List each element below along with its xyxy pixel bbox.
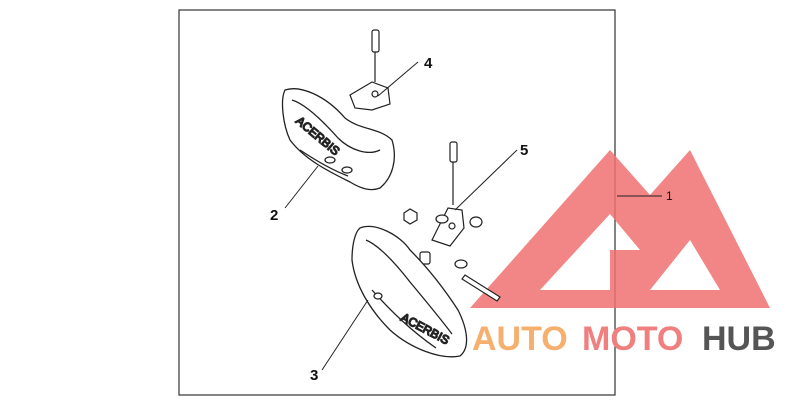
watermark-triangle: [470, 150, 770, 308]
bracket-lower: [403, 141, 501, 302]
watermark-text: AUTO MOTO HUB: [472, 320, 776, 358]
watermark-hub: HUB: [702, 320, 776, 358]
watermark-logo: [470, 150, 770, 308]
watermark-auto: AUTO: [472, 320, 568, 358]
callout-1: 1: [666, 189, 673, 203]
callout-5: 5: [520, 142, 528, 159]
callout-3: 3: [310, 367, 318, 384]
leader-lines: [284, 61, 662, 371]
callout-2: 2: [270, 207, 278, 224]
callout-4: 4: [424, 55, 433, 72]
handguard-lower: ACERBIS: [351, 225, 468, 358]
bracket-upper: [349, 29, 391, 111]
handguard-upper: ACERBIS: [281, 88, 395, 191]
watermark-moto: MOTO: [582, 320, 683, 358]
